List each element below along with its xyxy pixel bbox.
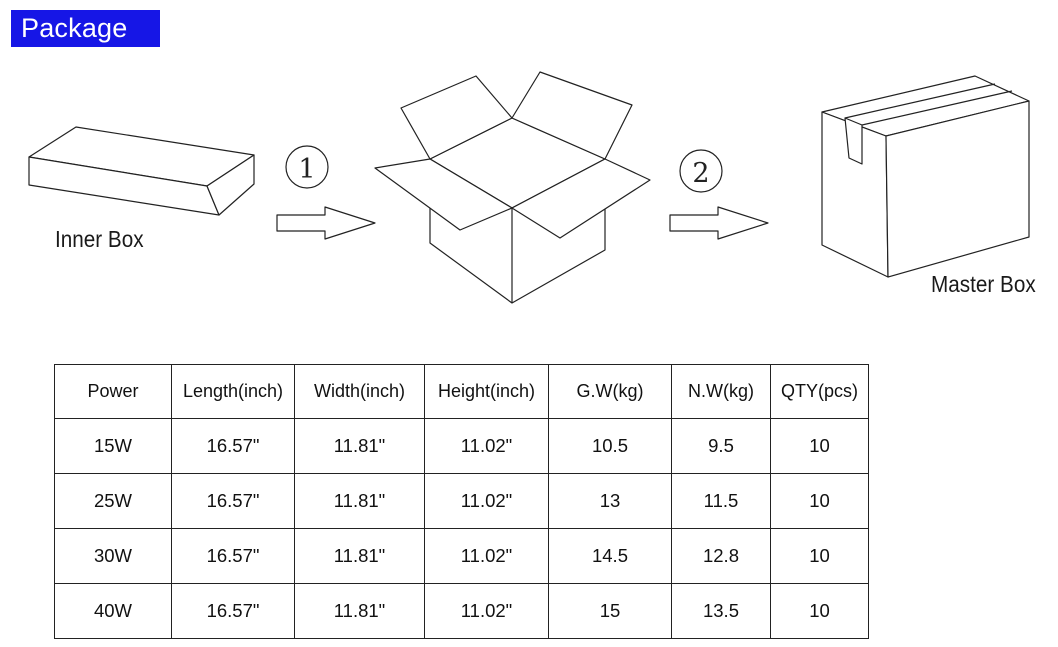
header-net-weight: N.W(kg) bbox=[671, 364, 771, 419]
cell-quantity: 10 bbox=[770, 528, 869, 584]
arrow-1-icon bbox=[276, 206, 376, 240]
cell-height: 11.02" bbox=[424, 418, 549, 474]
cell-power: 25W bbox=[54, 473, 172, 529]
step-2-number: 2 bbox=[692, 158, 709, 189]
cell-height: 11.02" bbox=[424, 528, 549, 584]
step-1-number: 1 bbox=[298, 154, 315, 185]
table-row: 40W 16.57" 11.81" 11.02" 15 13.5 10 bbox=[54, 583, 869, 639]
package-title: Package bbox=[11, 10, 160, 47]
cell-width: 11.81" bbox=[294, 528, 425, 584]
cell-width: 11.81" bbox=[294, 418, 425, 474]
header-width: Width(inch) bbox=[294, 364, 425, 419]
cell-length: 16.57" bbox=[171, 583, 295, 639]
arrow-2-icon bbox=[669, 206, 769, 240]
cell-gross-weight: 15 bbox=[548, 583, 672, 639]
inner-box-illustration bbox=[28, 126, 255, 216]
header-quantity: QTY(pcs) bbox=[770, 364, 869, 419]
step-2-marker: 2 bbox=[679, 149, 723, 193]
cell-gross-weight: 14.5 bbox=[548, 528, 672, 584]
cell-net-weight: 13.5 bbox=[671, 583, 771, 639]
table-header-row: Power Length(inch) Width(inch) Height(in… bbox=[54, 364, 869, 419]
header-gross-weight: G.W(kg) bbox=[548, 364, 672, 419]
cell-length: 16.57" bbox=[171, 473, 295, 529]
step-1-marker: 1 bbox=[285, 145, 329, 189]
inner-box-label: Inner Box bbox=[55, 226, 144, 252]
cell-height: 11.02" bbox=[424, 583, 549, 639]
cell-height: 11.02" bbox=[424, 473, 549, 529]
cell-power: 30W bbox=[54, 528, 172, 584]
table-row: 30W 16.57" 11.81" 11.02" 14.5 12.8 10 bbox=[54, 528, 869, 584]
cell-gross-weight: 13 bbox=[548, 473, 672, 529]
table-row: 25W 16.57" 11.81" 11.02" 13 11.5 10 bbox=[54, 473, 869, 529]
header-power: Power bbox=[54, 364, 172, 419]
cell-length: 16.57" bbox=[171, 418, 295, 474]
cell-power: 40W bbox=[54, 583, 172, 639]
cell-width: 11.81" bbox=[294, 583, 425, 639]
header-length: Length(inch) bbox=[171, 364, 295, 419]
cell-net-weight: 12.8 bbox=[671, 528, 771, 584]
master-box-label: Master Box bbox=[931, 271, 1036, 297]
cell-quantity: 10 bbox=[770, 473, 869, 529]
open-carton-illustration bbox=[374, 71, 651, 304]
cell-power: 15W bbox=[54, 418, 172, 474]
table-row: 15W 16.57" 11.81" 11.02" 10.5 9.5 10 bbox=[54, 418, 869, 474]
master-box-illustration bbox=[821, 75, 1030, 278]
cell-net-weight: 11.5 bbox=[671, 473, 771, 529]
package-spec-table: Power Length(inch) Width(inch) Height(in… bbox=[54, 364, 869, 639]
cell-net-weight: 9.5 bbox=[671, 418, 771, 474]
packaging-diagram: 1 2 bbox=[28, 71, 1030, 304]
cell-quantity: 10 bbox=[770, 583, 869, 639]
cell-quantity: 10 bbox=[770, 418, 869, 474]
cell-length: 16.57" bbox=[171, 528, 295, 584]
cell-gross-weight: 10.5 bbox=[548, 418, 672, 474]
cell-width: 11.81" bbox=[294, 473, 425, 529]
header-height: Height(inch) bbox=[424, 364, 549, 419]
